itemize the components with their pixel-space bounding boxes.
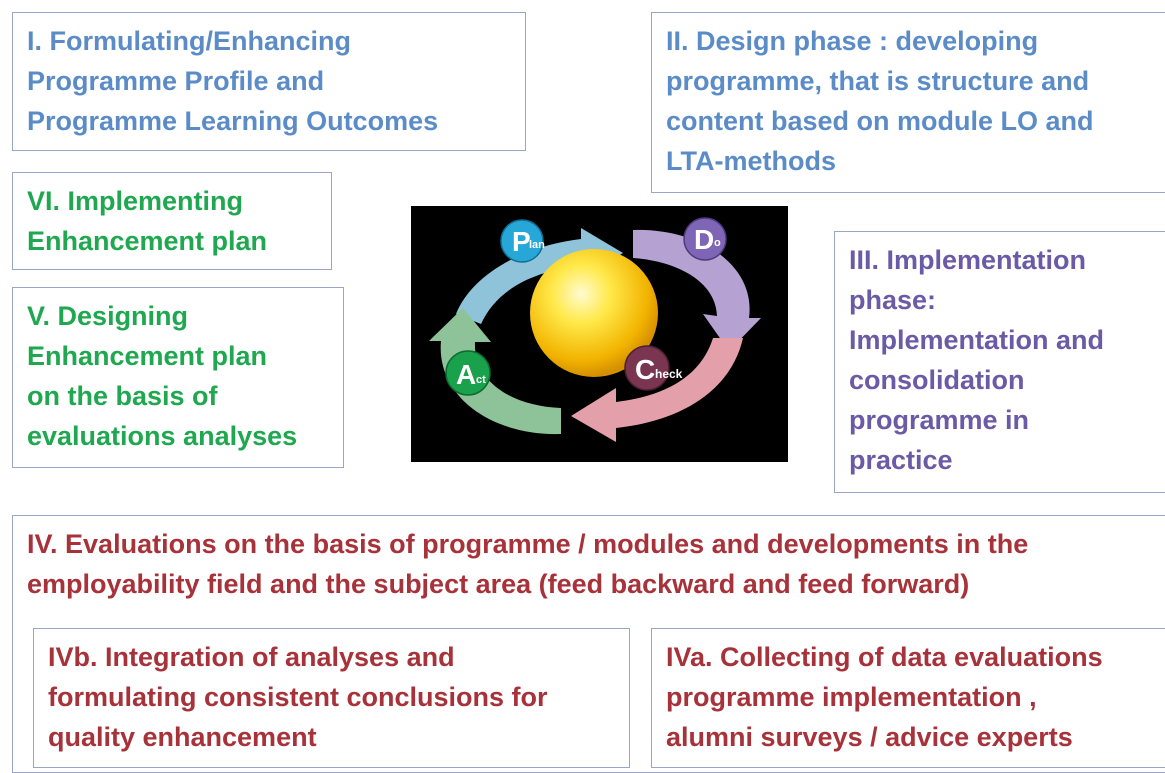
center-sphere bbox=[530, 249, 658, 377]
step-4a-line-3: alumni surveys / advice experts bbox=[666, 722, 1073, 752]
step-2-line-2: programme, that is structure and bbox=[666, 66, 1090, 96]
step-1-box: I. Formulating/Enhancing Programme Profi… bbox=[12, 12, 526, 151]
step-2-box: II. Design phase : developing programme,… bbox=[651, 12, 1165, 193]
step-4b-line-2: formulating consistent conclusions for bbox=[48, 682, 548, 712]
step-5-line-4: evaluations analyses bbox=[27, 421, 298, 451]
check-suffix: heck bbox=[655, 367, 683, 381]
step-3-line-2: phase: bbox=[849, 285, 937, 315]
step-3-line-5: programme in bbox=[849, 405, 1030, 435]
step-5-line-3: on the basis of bbox=[27, 381, 218, 411]
step-5-line-2: Enhancement plan bbox=[27, 341, 268, 371]
step-4b-box: IVb. Integration of analyses and formula… bbox=[33, 628, 630, 768]
step-1-line-1: I. Formulating/Enhancing bbox=[27, 26, 351, 56]
step-6-line-1: VI. Implementing bbox=[27, 186, 244, 216]
do-arrow bbox=[633, 229, 761, 351]
act-letter: A bbox=[456, 359, 476, 390]
do-suffix: o bbox=[714, 237, 721, 249]
act-arrow bbox=[429, 308, 561, 435]
check-letter: C bbox=[635, 354, 655, 385]
step-2-line-4: LTA-methods bbox=[666, 146, 836, 176]
act-suffix: ct bbox=[476, 374, 486, 386]
step-1-line-3: Programme Learning Outcomes bbox=[27, 106, 439, 136]
step-2-line-3: content based on module LO and bbox=[666, 106, 1094, 136]
step-4-line-2: employability field and the subject area… bbox=[27, 569, 970, 599]
step-1-line-2: Programme Profile and bbox=[27, 66, 325, 96]
pdca-cycle-svg: P lan D o C heck A ct bbox=[411, 206, 788, 462]
step-3-box: III. Implementation phase: Implementatio… bbox=[834, 231, 1165, 493]
pdca-cycle-graphic: P lan D o C heck A ct bbox=[411, 206, 788, 462]
step-3-line-6: practice bbox=[849, 445, 953, 475]
step-4b-line-1: IVb. Integration of analyses and bbox=[48, 642, 455, 672]
step-6-box: VI. Implementing Enhancement plan bbox=[12, 172, 332, 270]
check-badge: C heck bbox=[624, 345, 683, 391]
step-3-line-4: consolidation bbox=[849, 365, 1025, 395]
plan-badge: P lan bbox=[500, 219, 545, 263]
step-4a-box: IVa. Collecting of data evaluations prog… bbox=[651, 628, 1165, 768]
step-5-box: V. Designing Enhancement plan on the bas… bbox=[12, 287, 344, 468]
act-badge: A ct bbox=[445, 350, 491, 396]
check-arrow bbox=[571, 338, 743, 442]
step-5-line-1: V. Designing bbox=[27, 301, 189, 331]
plan-suffix: lan bbox=[529, 239, 545, 251]
step-6-line-2: Enhancement plan bbox=[27, 226, 268, 256]
step-4a-line-2: programme implementation , bbox=[666, 682, 1037, 712]
do-letter: D bbox=[694, 224, 714, 255]
plan-letter: P bbox=[512, 226, 531, 257]
step-3-line-3: Implementation and bbox=[849, 325, 1105, 355]
step-4a-line-1: IVa. Collecting of data evaluations bbox=[666, 642, 1103, 672]
step-2-line-1: II. Design phase : developing bbox=[666, 26, 1039, 56]
step-4b-line-3: quality enhancement bbox=[48, 722, 317, 752]
step-3-line-1: III. Implementation bbox=[849, 245, 1087, 275]
do-badge: D o bbox=[683, 217, 727, 261]
step-4-line-1: IV. Evaluations on the basis of programm… bbox=[27, 529, 1029, 559]
